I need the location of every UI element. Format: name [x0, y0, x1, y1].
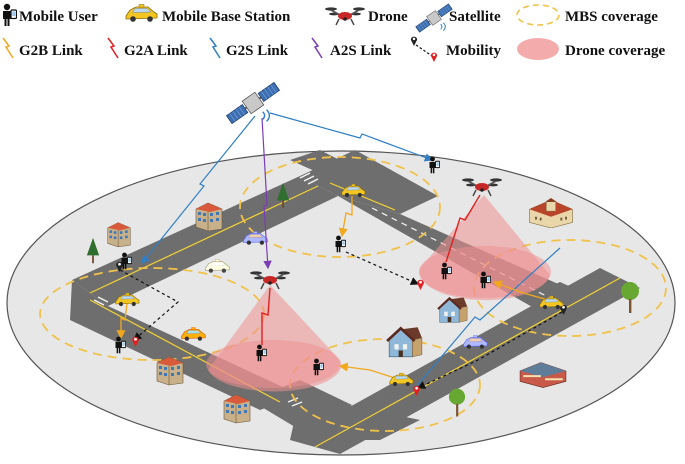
g2b-link	[492, 280, 549, 301]
road-segment	[72, 176, 338, 306]
road-segment	[290, 150, 355, 178]
legend-item-satellite: Satellite	[414, 1, 501, 35]
legend-item-g2s-link: G2S Link	[209, 37, 289, 59]
legend-label: A2S Link	[330, 43, 392, 59]
legend-label: Drone coverage	[565, 43, 665, 59]
legend-label: Mobility	[446, 43, 501, 59]
drone-coverage-areas	[206, 195, 551, 392]
legend-label: Mobile User	[19, 9, 98, 25]
drone-coverage-ellipse	[206, 340, 340, 388]
mobility-icon	[410, 36, 438, 62]
legend-label: Drone	[368, 9, 408, 25]
g2s-link-icon	[209, 37, 221, 59]
g2b-link	[338, 362, 402, 381]
mobility-path	[119, 269, 180, 341]
g2b-link	[116, 302, 128, 340]
mobile-user-icon	[2, 3, 17, 27]
legend-label: G2A Link	[124, 43, 188, 59]
legend-item-mobile-user: Mobile User	[2, 3, 98, 27]
legend-item-drone: Drone	[325, 6, 408, 26]
g2s-link	[141, 115, 256, 264]
mobility-path	[345, 251, 420, 285]
legend-label: MBS coverage	[565, 9, 658, 25]
g2a-link	[261, 287, 271, 345]
legend-item-drone-coverage: Drone coverage	[517, 38, 665, 60]
drone-icon	[325, 6, 365, 26]
legend-label: Mobile Base Station	[162, 9, 291, 25]
a2s-link	[261, 117, 272, 270]
g2a-link-icon	[107, 37, 119, 59]
apartment-icon	[156, 356, 184, 386]
g2s-link	[269, 112, 434, 162]
dashed-ellipse-icon	[516, 4, 560, 26]
legend-label: G2S Link	[226, 43, 289, 59]
links	[116, 112, 563, 389]
legend-label: G2B Link	[19, 43, 83, 59]
legend-item-a2s-link: A2S Link	[311, 37, 392, 59]
taxi-car-icon	[125, 4, 158, 23]
legend-label: Satellite	[449, 9, 501, 25]
legend: Mobile User Mobile Base Station Drone Sa…	[2, 1, 665, 62]
g2a-link	[445, 194, 481, 263]
legend-item-mobile-base-station: Mobile Base Station	[125, 4, 291, 25]
g2s-link	[414, 247, 561, 389]
legend-item-g2b-link: G2B Link	[2, 37, 83, 59]
g2b-link-icon	[2, 37, 14, 59]
legend-item-mbs-coverage: MBS coverage	[516, 4, 658, 26]
building-icon	[195, 202, 223, 232]
satellite-icon	[414, 1, 454, 35]
legend-item-g2a-link: G2A Link	[107, 37, 188, 59]
red-ellipse-icon	[517, 38, 559, 60]
road-segment	[520, 282, 600, 318]
building-icon	[107, 222, 131, 248]
road-markings	[89, 182, 621, 448]
a2s-link-icon	[311, 37, 323, 59]
drone-coverage-ellipse	[419, 246, 551, 298]
g2b-link	[338, 196, 353, 238]
apartment-icon	[223, 394, 251, 424]
road-segment	[290, 395, 420, 440]
mbs-coverage-ellipse	[239, 156, 441, 258]
mobility-path	[416, 311, 563, 389]
legend-item-mobility: Mobility	[410, 36, 501, 62]
